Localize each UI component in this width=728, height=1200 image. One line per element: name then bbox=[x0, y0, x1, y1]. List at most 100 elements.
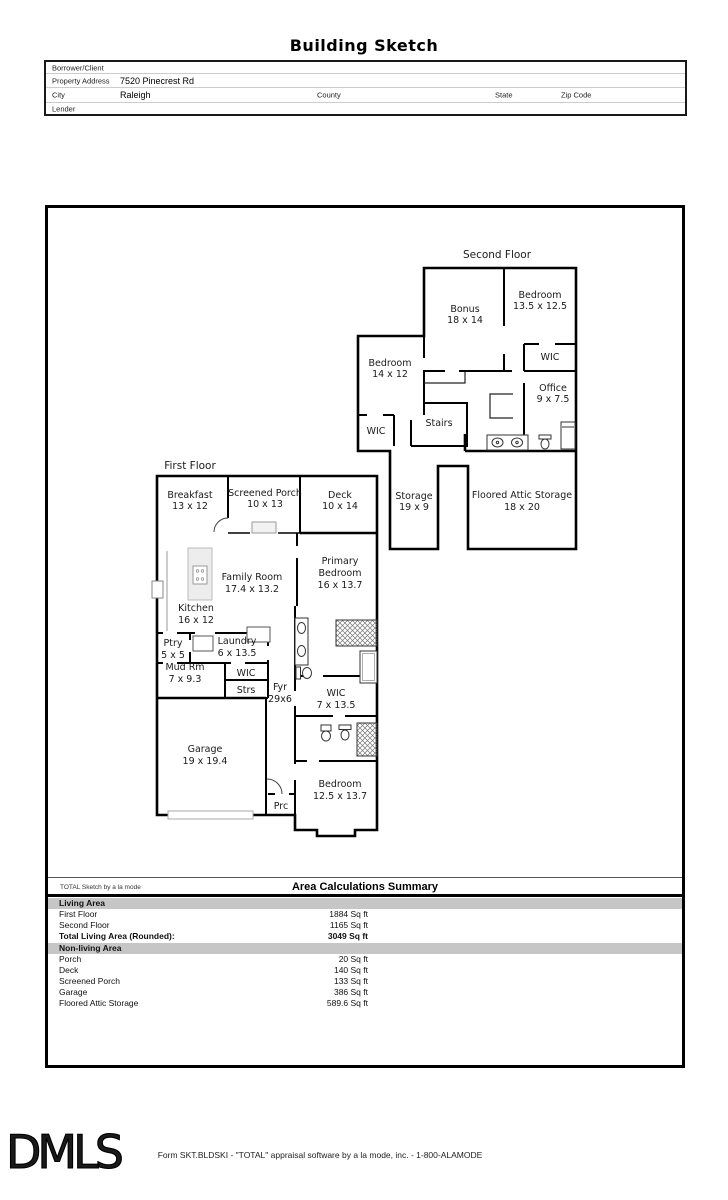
row-label: Total Living Area (Rounded): bbox=[59, 931, 175, 941]
row-label: Porch bbox=[59, 954, 82, 964]
sketch-attribution: TOTAL Sketch by a la mode bbox=[60, 884, 141, 891]
room-label-bedroom-right: Bedroom bbox=[519, 290, 562, 301]
toilet-icon bbox=[302, 667, 312, 679]
summary-row: Screened Porch 133 Sq ft bbox=[48, 976, 682, 987]
row-value: 1165 Sq ft bbox=[329, 920, 368, 930]
property-info-table: Borrower/Client Property Address 7520 Pi… bbox=[44, 60, 687, 116]
room-dims-mudroom: 7 x 9.3 bbox=[169, 674, 202, 685]
primary-bathroom bbox=[294, 617, 378, 684]
dmls-logo: DMLS bbox=[4, 1124, 134, 1181]
room-label-breakfast: Breakfast bbox=[167, 490, 212, 501]
sink-drain-icon bbox=[515, 440, 519, 445]
nonliving-area-header: Non-living Area bbox=[48, 943, 682, 954]
state-label: State bbox=[495, 90, 513, 100]
sink-icon bbox=[321, 730, 331, 742]
room-label-garage: Garage bbox=[188, 744, 223, 755]
row-value: 20 Sq ft bbox=[338, 954, 368, 964]
summary-row: Second Floor 1165 Sq ft bbox=[48, 920, 682, 931]
room-label-foyer: Fyr bbox=[273, 682, 287, 693]
shower-icon bbox=[560, 421, 576, 450]
sink-icon bbox=[297, 622, 306, 634]
dmls-logo-svg: DMLS bbox=[5, 1124, 126, 1179]
second-floor-bathroom bbox=[486, 421, 576, 451]
shower-detail bbox=[362, 653, 375, 681]
summary-row: Floored Attic Storage 589.6 Sq ft bbox=[48, 998, 682, 1009]
row-label: Garage bbox=[59, 987, 88, 997]
room-label-primary-bedroom2: Bedroom bbox=[319, 568, 362, 579]
room-dims-laundry: 6 x 13.5 bbox=[218, 648, 257, 659]
summary-row: First Floor 1884 Sq ft bbox=[48, 909, 682, 920]
living-area-header: Living Area bbox=[48, 898, 682, 909]
room-dims-primary-bedroom: 16 x 13.7 bbox=[318, 580, 363, 591]
city-value: Raleigh bbox=[120, 90, 151, 100]
city-label: City bbox=[52, 90, 65, 100]
room-dims-bonus: 18 x 14 bbox=[447, 315, 483, 326]
room-dims-garage: 19 x 19.4 bbox=[183, 756, 228, 767]
sink-drain-icon bbox=[495, 440, 500, 445]
sink-icon bbox=[320, 724, 332, 732]
summary-row: Deck 140 Sq ft bbox=[48, 965, 682, 976]
room-dims-bedroom-left: 14 x 12 bbox=[372, 369, 408, 380]
laundry-appliance-icon bbox=[192, 635, 214, 652]
laundry-appliance-icon bbox=[246, 626, 271, 643]
row-label: Floored Attic Storage bbox=[59, 998, 139, 1008]
closet-outlines bbox=[424, 372, 513, 419]
row-value: 386 Sq ft bbox=[333, 987, 368, 997]
first-floor-title: First Floor bbox=[164, 460, 216, 472]
second-floor-interior-walls bbox=[358, 268, 576, 451]
row-label: Deck bbox=[59, 965, 79, 975]
toilet-icon bbox=[340, 729, 350, 741]
porch-step bbox=[251, 521, 277, 534]
room-dims-office: 9 x 7.5 bbox=[537, 394, 570, 405]
room-label-laundry: Laundry bbox=[218, 636, 257, 647]
row-label: Screened Porch bbox=[59, 976, 120, 986]
tub-icon bbox=[335, 619, 378, 647]
room-label-screened-porch: Screened Porch bbox=[228, 488, 302, 499]
dmls-logo-text: DMLS bbox=[6, 1128, 122, 1176]
zip-label: Zip Code bbox=[561, 90, 592, 100]
door-swing-arcs bbox=[213, 517, 283, 795]
room-label-deck: Deck bbox=[328, 490, 352, 501]
room-label-wic-primary: WIC bbox=[327, 688, 346, 699]
room-dims-deck: 10 x 14 bbox=[322, 501, 358, 512]
room-dims-family-room: 17.4 x 13.2 bbox=[225, 584, 279, 595]
range-icon bbox=[151, 580, 164, 599]
summary-row: Garage 386 Sq ft bbox=[48, 987, 682, 998]
borrower-row: Borrower/Client bbox=[46, 62, 685, 74]
property-address-row: Property Address 7520 Pinecrest Rd bbox=[46, 74, 685, 88]
cooktop-icon bbox=[192, 565, 208, 585]
summary-header: TOTAL Sketch by a la mode Area Calculati… bbox=[48, 878, 682, 897]
toilet-tank-icon bbox=[538, 434, 552, 440]
burner-icon bbox=[200, 577, 205, 581]
total-living-area-row: Total Living Area (Rounded): 3049 Sq ft bbox=[48, 931, 682, 942]
burner-icon bbox=[195, 577, 200, 581]
room-label-bedroom-left: Bedroom bbox=[369, 358, 412, 369]
first-floor-interior-walls bbox=[157, 476, 377, 815]
room-label-office: Office bbox=[539, 383, 567, 394]
row-label: Second Floor bbox=[59, 920, 110, 930]
toilet-tank-icon bbox=[338, 724, 352, 730]
shower-icon bbox=[356, 722, 378, 757]
room-label-wic-hall: WIC bbox=[237, 668, 256, 679]
floor-plan-drawing: Second Floor Bonus 18 x 14 Bedroom 13.5 … bbox=[151, 249, 578, 838]
room-label-mudroom: Mud Rm bbox=[165, 662, 204, 673]
room-label-storage: Storage bbox=[395, 491, 432, 502]
room-dims-pantry: 5 x 5 bbox=[161, 650, 185, 661]
toilet-icon bbox=[540, 438, 550, 450]
burner-icon bbox=[200, 569, 205, 573]
room-label-pantry: Ptry bbox=[164, 638, 183, 649]
lender-label: Lender bbox=[52, 104, 76, 114]
room-label-family-room: Family Room bbox=[222, 572, 283, 583]
summary-title: Area Calculations Summary bbox=[291, 881, 439, 893]
county-label: County bbox=[317, 90, 341, 100]
room-dims-breakfast: 13 x 12 bbox=[172, 501, 208, 512]
row-value: 133 Sq ft bbox=[333, 976, 368, 986]
room-label-bedroom: Bedroom bbox=[319, 779, 362, 790]
first-floor-thick-walls bbox=[157, 531, 377, 700]
room-label-wic-left: WIC bbox=[367, 426, 386, 437]
property-address-value: 7520 Pinecrest Rd bbox=[120, 75, 195, 86]
room-label-bonus: Bonus bbox=[450, 304, 479, 315]
attic-divider-wall bbox=[463, 434, 576, 453]
toilet-tank-icon bbox=[295, 666, 301, 680]
building-sketch-area: Second Floor Bonus 18 x 14 Bedroom 13.5 … bbox=[45, 205, 685, 1068]
